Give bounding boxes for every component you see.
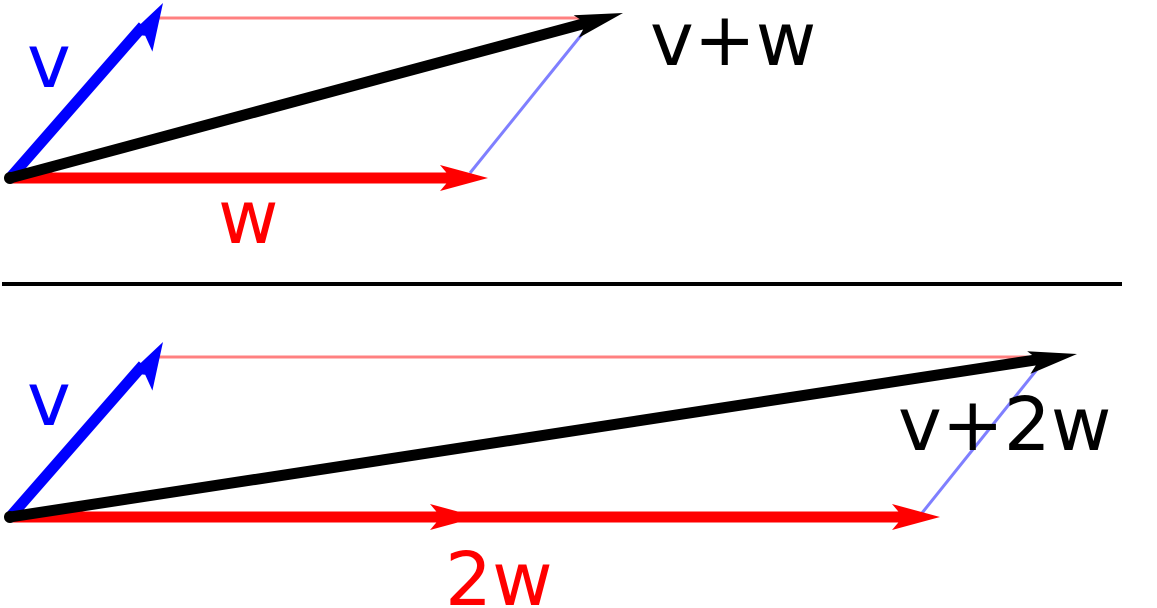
top-sum-arrowhead (573, 13, 623, 38)
top-v-label: v (27, 19, 71, 105)
bottom-v-label: v (27, 357, 71, 443)
bottom-sum-vector (9, 351, 1077, 523)
bottom-v-arrowhead (129, 342, 163, 391)
top-v-vector (5, 3, 163, 182)
bottom-sum-arrowhead (1027, 351, 1077, 374)
top-w-arrowhead (440, 165, 488, 191)
top-w-label: w (218, 175, 279, 261)
top-panel: v w v+w (4, 0, 816, 261)
bottom-2w-label: 2w (445, 537, 553, 608)
top-sum-vector (8, 13, 623, 184)
bottom-origin-point (4, 511, 16, 523)
top-w-vector (10, 165, 488, 191)
bottom-v-guide-line (920, 356, 1049, 514)
bottom-v-vector (5, 342, 163, 521)
bottom-2w-arrowhead (892, 504, 940, 530)
bottom-2w-vector (10, 504, 940, 530)
top-origin-point (4, 172, 16, 184)
top-sum-label: v+w (650, 0, 816, 83)
bottom-2w-mid-arrowhead (430, 504, 478, 530)
bottom-sum-label: v+2w (898, 382, 1111, 468)
bottom-panel: v 2w v+2w (4, 342, 1111, 608)
top-v-guide-line (468, 17, 597, 174)
top-v-arrowhead (129, 3, 163, 52)
